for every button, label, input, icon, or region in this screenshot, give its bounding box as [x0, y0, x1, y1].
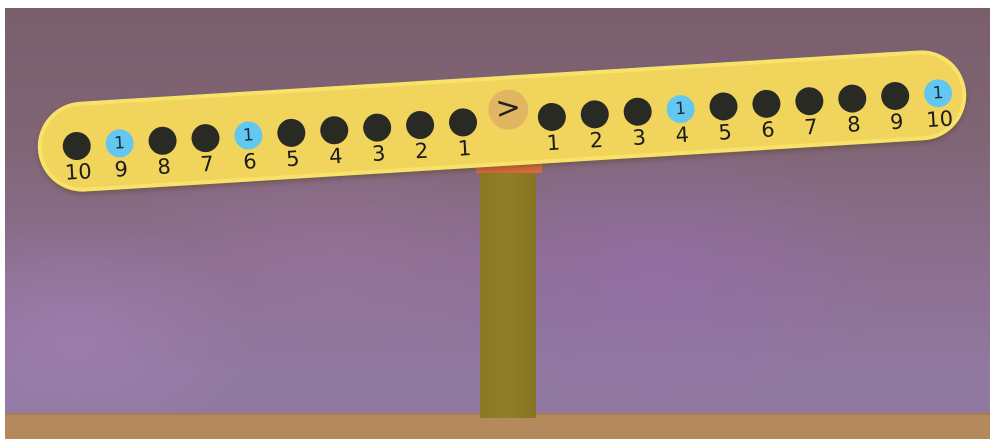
- slot-label: 4: [667, 123, 698, 147]
- right-slot-4[interactable]: 1 4: [665, 94, 698, 147]
- left-slot-6[interactable]: 1 6: [233, 121, 266, 174]
- left-slot-9[interactable]: 1 9: [104, 128, 137, 181]
- right-slot-7[interactable]: 7: [794, 86, 827, 139]
- slot-label: 6: [234, 150, 265, 174]
- peg[interactable]: [537, 102, 567, 132]
- right-slot-10[interactable]: 1 10: [922, 78, 955, 131]
- slot-label: 1: [538, 131, 569, 155]
- weight-token[interactable]: 1: [105, 129, 135, 159]
- balance-post: [480, 170, 536, 418]
- slot-label: 8: [838, 113, 869, 137]
- right-slot-2[interactable]: 2: [579, 99, 612, 152]
- weight-token[interactable]: 1: [666, 94, 696, 124]
- game-scene: 10 1 9 8 7 1 6 5 4 3: [5, 8, 990, 439]
- slot-label: 5: [709, 121, 740, 145]
- left-slot-5[interactable]: 5: [276, 118, 309, 171]
- peg[interactable]: [319, 115, 349, 145]
- left-slot-10[interactable]: 10: [61, 131, 94, 184]
- peg[interactable]: [405, 110, 435, 140]
- slot-label: 7: [191, 152, 222, 176]
- peg[interactable]: [580, 99, 610, 129]
- left-slot-1[interactable]: 1: [447, 107, 480, 160]
- left-slot-4[interactable]: 4: [318, 115, 351, 168]
- weight-token[interactable]: 1: [234, 121, 264, 151]
- peg[interactable]: [277, 118, 307, 148]
- peg[interactable]: [62, 131, 92, 161]
- right-slot-8[interactable]: 8: [836, 84, 869, 137]
- left-slot-3[interactable]: 3: [361, 113, 394, 166]
- slot-label: 7: [795, 115, 826, 139]
- peg[interactable]: [623, 97, 653, 127]
- right-slot-9[interactable]: 9: [879, 81, 912, 134]
- left-slot-8[interactable]: 8: [147, 126, 180, 179]
- right-slot-5[interactable]: 5: [708, 92, 741, 145]
- slot-label: 4: [320, 144, 351, 168]
- slot-label: 10: [63, 160, 94, 184]
- peg[interactable]: [148, 126, 178, 156]
- peg[interactable]: [837, 84, 867, 114]
- peg[interactable]: [752, 89, 782, 119]
- left-slot-2[interactable]: 2: [404, 110, 437, 163]
- peg[interactable]: [191, 123, 221, 153]
- right-slot-6[interactable]: 6: [751, 89, 784, 142]
- right-slot-3[interactable]: 3: [622, 97, 655, 150]
- weight-token[interactable]: 1: [923, 78, 953, 108]
- peg[interactable]: [709, 92, 739, 122]
- slot-label: 9: [106, 157, 137, 181]
- slot-label: 1: [449, 136, 480, 160]
- left-slot-7[interactable]: 7: [190, 123, 223, 176]
- slot-label: 3: [624, 126, 655, 150]
- peg[interactable]: [880, 81, 910, 111]
- peg[interactable]: [362, 113, 392, 143]
- slot-label: 5: [277, 147, 308, 171]
- slot-label: 2: [406, 139, 437, 163]
- slot-label: 6: [752, 118, 783, 142]
- pivot-marker: >: [487, 88, 529, 130]
- slot-label: 3: [363, 142, 394, 166]
- peg[interactable]: [795, 86, 825, 116]
- slot-label: 10: [924, 107, 955, 131]
- peg[interactable]: [448, 108, 478, 138]
- slot-label: 2: [581, 128, 612, 152]
- slot-label: 8: [149, 155, 180, 179]
- right-slot-1[interactable]: 1: [536, 102, 569, 155]
- slot-label: 9: [881, 110, 912, 134]
